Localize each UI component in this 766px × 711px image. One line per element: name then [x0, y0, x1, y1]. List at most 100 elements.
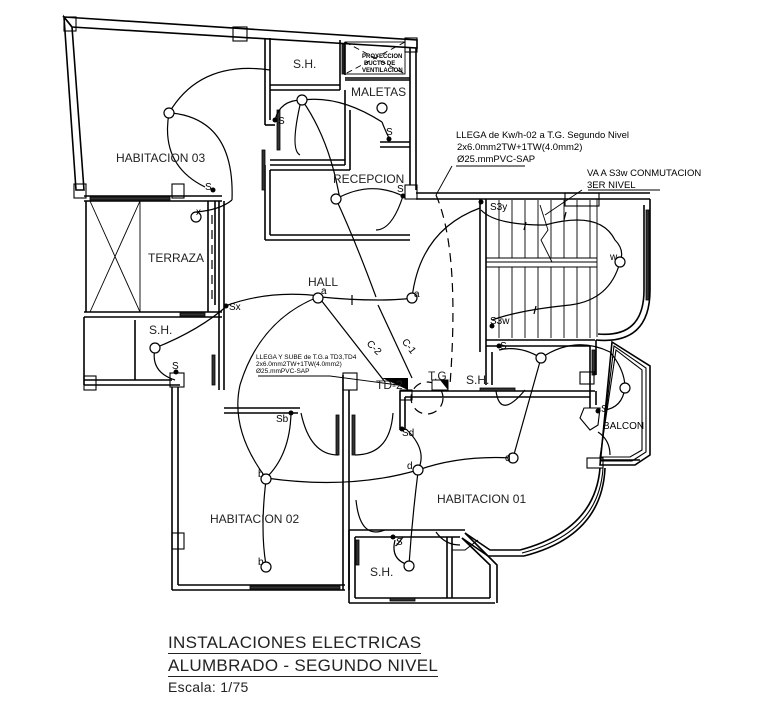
switch-label: S — [601, 404, 608, 415]
title-line-1: INSTALACIONES ELECTRICAS — [168, 633, 422, 654]
wall-hab01-curve — [519, 467, 601, 551]
ceiling-light — [330, 193, 342, 205]
room-habitacion-01: HABITACION 01 — [437, 492, 526, 506]
s3w-note-line2: 3ER NIVEL — [587, 180, 636, 191]
walls — [62, 14, 651, 604]
lamp-label-b: b — [258, 557, 264, 568]
balcony-column — [579, 407, 601, 431]
door — [479, 387, 516, 392]
ceiling-light — [614, 256, 626, 268]
feed-tg-line2: 2x6.0mm2TW+1TW(4.0mm2) — [457, 142, 582, 153]
door — [351, 414, 356, 456]
column — [171, 532, 185, 550]
lamp-label-d: d — [407, 461, 413, 472]
switch-label-sx: Sx — [229, 302, 241, 313]
window — [645, 209, 650, 301]
window — [389, 597, 416, 602]
ceiling-light — [149, 342, 161, 354]
circuit-c1-label: C-1 — [399, 337, 418, 357]
ceiling-light — [163, 107, 175, 119]
door-jamb — [341, 43, 345, 75]
title-line-2: ALUMBRADO - SEGUNDO NIVEL — [168, 656, 439, 677]
room-habitacion-03: HABITACION 03 — [116, 151, 205, 165]
room-balcon: BALCON — [603, 421, 644, 432]
lamp-label-a: a — [321, 286, 327, 297]
room-habitacion-02: HABITACION 02 — [210, 512, 299, 526]
door — [276, 109, 281, 151]
switch-label: S — [278, 116, 285, 127]
switch — [173, 369, 179, 375]
column — [564, 192, 600, 207]
switch — [288, 410, 294, 416]
ceiling-light — [312, 292, 324, 304]
room-sh-mid: S.H. — [466, 373, 489, 387]
switch-label: S — [396, 537, 403, 548]
ceiling-light — [412, 464, 424, 476]
switch-label-sb: Sb — [276, 414, 289, 425]
switch — [210, 187, 216, 193]
feed-tg-line1: LLEGA de Kw/h-02 a T.G. Segundo Nivel — [456, 130, 629, 141]
panel-tg-label: T.G — [428, 369, 447, 383]
td2-panel — [382, 378, 408, 390]
switches — [173, 117, 601, 540]
wall-hab03-left — [63, 14, 85, 191]
ceiling-light — [507, 452, 519, 464]
lamp-label-w: w — [609, 252, 618, 263]
door — [261, 149, 266, 191]
column — [171, 183, 185, 199]
switch — [399, 426, 405, 432]
switch-label-s3y: S3y — [490, 202, 507, 213]
switch — [390, 534, 396, 540]
column — [83, 375, 97, 391]
ceiling-light — [406, 292, 418, 304]
room-sh-top: S.H. — [293, 57, 316, 71]
room-sh-bottom: S.H. — [370, 565, 393, 579]
switch — [489, 323, 495, 329]
feed-td-line1: LLEGA Y SUBE de T.G.a TD3,TD4 — [256, 354, 357, 361]
window — [89, 196, 171, 201]
room-hall: HALL — [308, 275, 338, 289]
ventilation-duct — [344, 41, 406, 75]
switch-label: S — [397, 184, 404, 195]
switch — [386, 136, 392, 142]
feed-td-line3: Ø25.mmPVC-SAP — [256, 368, 309, 375]
ceiling-light — [260, 473, 272, 485]
ceiling-light — [403, 560, 415, 572]
staircase — [486, 199, 598, 338]
ceiling-light — [535, 352, 547, 364]
switch — [496, 343, 502, 349]
room-recepcion: RECEPCION — [333, 172, 404, 186]
switch-label: S — [205, 182, 212, 193]
ceiling-light — [619, 382, 631, 394]
switch-label: S — [500, 341, 507, 352]
column — [73, 183, 87, 199]
lamp-label-d: d — [505, 453, 511, 464]
switch — [400, 193, 406, 199]
window — [249, 585, 341, 590]
switch — [478, 199, 484, 205]
column — [579, 371, 595, 385]
switch-label-sd: Sd — [402, 428, 414, 439]
room-terraza: TERRAZA — [148, 251, 204, 265]
ceiling-light — [260, 561, 272, 573]
column — [63, 16, 77, 32]
lamp-label-x: x — [196, 207, 201, 218]
switch-label: S — [386, 127, 393, 138]
switch-label-s3w: S3w — [490, 316, 510, 327]
ceiling-light — [190, 211, 202, 223]
s3w-note-line1: VA A S3w CONMUTACION — [587, 168, 701, 179]
wiring — [153, 67, 660, 566]
door — [211, 354, 216, 386]
scale-label: Escala: 1/75 — [168, 679, 249, 695]
duct-note-1: PROYECCION — [362, 54, 402, 60]
window — [179, 312, 206, 317]
switch — [595, 408, 601, 414]
duct-note-2: DUCTO DE — [364, 61, 395, 67]
column — [232, 26, 248, 42]
lamp-label-a: a — [414, 289, 420, 300]
switch — [223, 303, 229, 309]
column — [404, 184, 418, 200]
switch — [272, 117, 278, 123]
feed-tg-line3: Ø25.mmPVC-SAP — [457, 154, 535, 165]
